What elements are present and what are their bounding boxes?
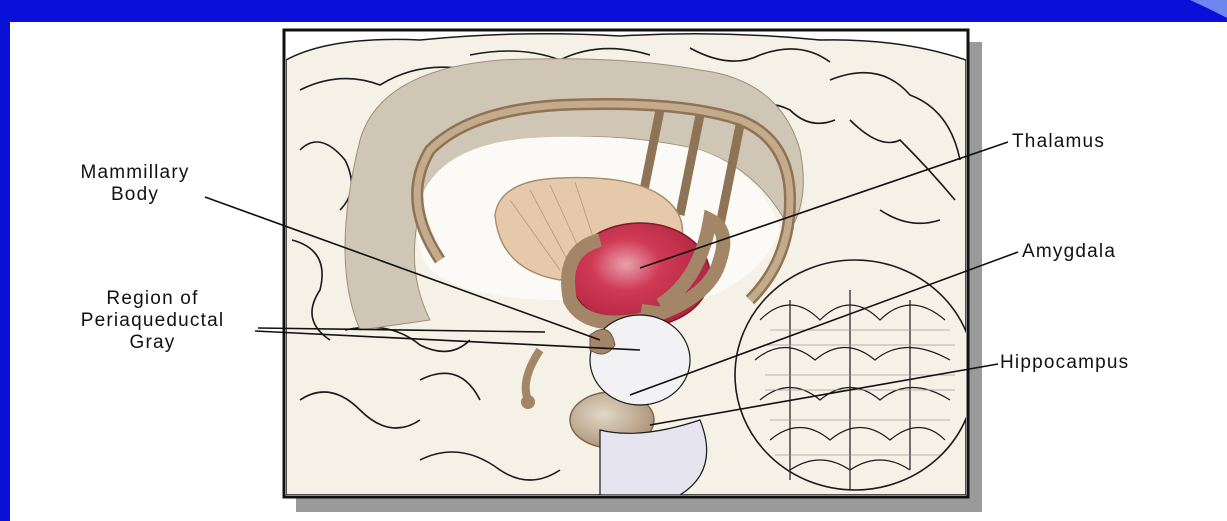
label-region-line3: Gray (50, 332, 255, 354)
label-region-pag: Region of Periaqueductal Gray (50, 288, 255, 354)
label-hippocampus: Hippocampus (1000, 352, 1129, 374)
label-region-line2: Periaqueductal (50, 310, 255, 332)
label-region-line1: Region of (50, 288, 255, 310)
label-thalamus: Thalamus (1012, 131, 1105, 153)
label-mammillary-line1: Mammillary (55, 162, 215, 184)
label-mammillary-body: Mammillary Body (55, 162, 215, 206)
label-amygdala: Amygdala (1022, 241, 1116, 263)
label-mammillary-line2: Body (55, 184, 215, 206)
